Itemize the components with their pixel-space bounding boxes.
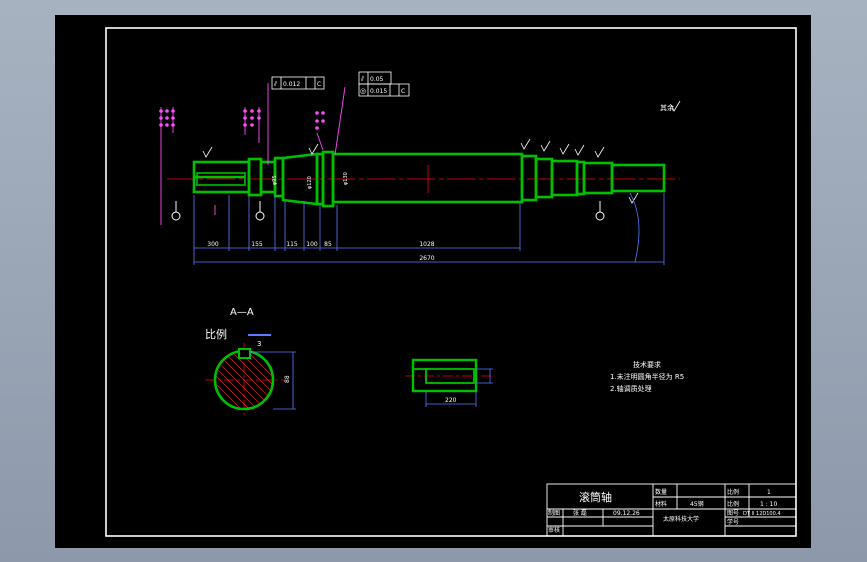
tol-left-value: 0.012 (283, 81, 300, 88)
tolerance-frame-right: ⫽ 0.05 ◎ 0.015 C (358, 71, 410, 97)
tb-student-no-label: 学号 (727, 518, 739, 526)
tb-scale-label: 比例 (727, 488, 739, 496)
tolerance-frame-left: ⫽ 0.012 C (271, 76, 325, 90)
diameter-labels: φ95 φ120 φ130 (272, 172, 349, 189)
section-title: A—A (230, 307, 254, 318)
keyway-detail: 220 (405, 358, 495, 407)
dimension-lines (193, 192, 665, 265)
tech-req-item-2: 2.轴调质处理 (610, 384, 652, 393)
tb-scale-value: 1 : 10 (760, 501, 777, 508)
shaft-drawing: φ95 φ120 φ130 (105, 27, 797, 537)
tech-req-heading: 技术要求 (633, 360, 661, 369)
title-block: 滚筒轴 数量 1 材料 45钢 比例 比例 1 : 10 制图 张 磊 09.1… (546, 483, 797, 537)
keyway-left (196, 172, 246, 186)
tb-quantity-value: 1 (767, 489, 771, 496)
section-scale-label: 比例 (205, 327, 227, 341)
tech-req-item-1: 1.未注明圆角半径为 R5 (610, 372, 684, 381)
svg-text:φ130: φ130 (343, 172, 349, 185)
technical-requirements: 技术要求 1.未注明圆角半径为 R5 2.轴调质处理 (610, 360, 684, 393)
dim-155: 155 (251, 241, 263, 248)
tol-left-symbol: ⫽ (273, 80, 278, 88)
drawing-canvas: φ95 φ120 φ130 (55, 15, 811, 548)
tb-quantity-label: 数量 (655, 488, 667, 496)
datum-markers (171, 201, 605, 221)
dimension-values: 300 155 115 100 85 1028 2670 (207, 241, 435, 262)
section-view: A—A 比例 3 (205, 307, 296, 415)
section-scale-value: 3 (257, 340, 261, 348)
roughness-note: 其余 (660, 103, 674, 112)
tb-drawing-label: 制图 (548, 509, 560, 517)
tb-scale-label-2: 比例 (727, 500, 739, 508)
keyway-length: 220 (445, 397, 457, 404)
shaft-outline (192, 150, 666, 208)
svg-text:φ120: φ120 (307, 176, 313, 189)
tb-material-label: 材料 (655, 500, 667, 508)
tb-drawer-name: 张 磊 (573, 509, 587, 517)
tb-part-name: 滚筒轴 (579, 490, 612, 504)
tol-left-datum: C (317, 81, 321, 88)
section-diameter: 88 (284, 375, 291, 383)
tb-school: 太原科技大学 (663, 515, 699, 523)
outer-frame (105, 27, 797, 537)
tb-date: 09.12.26 (613, 510, 640, 517)
shaft-main-view: φ95 φ120 φ130 (159, 71, 681, 265)
tb-review-label: 审核 (548, 526, 560, 534)
keyway-dims (425, 368, 493, 407)
dim-300: 300 (207, 241, 219, 248)
tol-right-symbol: ⫽ (360, 75, 365, 83)
tol-right-datum2: C (401, 88, 405, 95)
dim-1028: 1028 (419, 241, 434, 248)
tb-drawing-no-value: DT II 12D100.4 (743, 511, 781, 517)
section-dim (250, 351, 296, 410)
section-keyway (238, 348, 251, 359)
tol-right-value: 0.05 (370, 76, 384, 83)
tb-drawing-no-label: 图号 (727, 510, 739, 517)
tol-right-value2: 0.015 (370, 88, 387, 95)
dim-100: 100 (306, 241, 318, 248)
dim-overall: 2670 (419, 255, 434, 262)
dim-115: 115 (286, 241, 298, 248)
tol-right-symbol2: ◎ (360, 87, 366, 95)
roughness-ticks (202, 100, 681, 204)
dim-85: 85 (324, 241, 332, 248)
tb-material-value: 45钢 (690, 500, 704, 508)
svg-text:φ95: φ95 (272, 175, 278, 185)
leader-markers (159, 109, 325, 130)
